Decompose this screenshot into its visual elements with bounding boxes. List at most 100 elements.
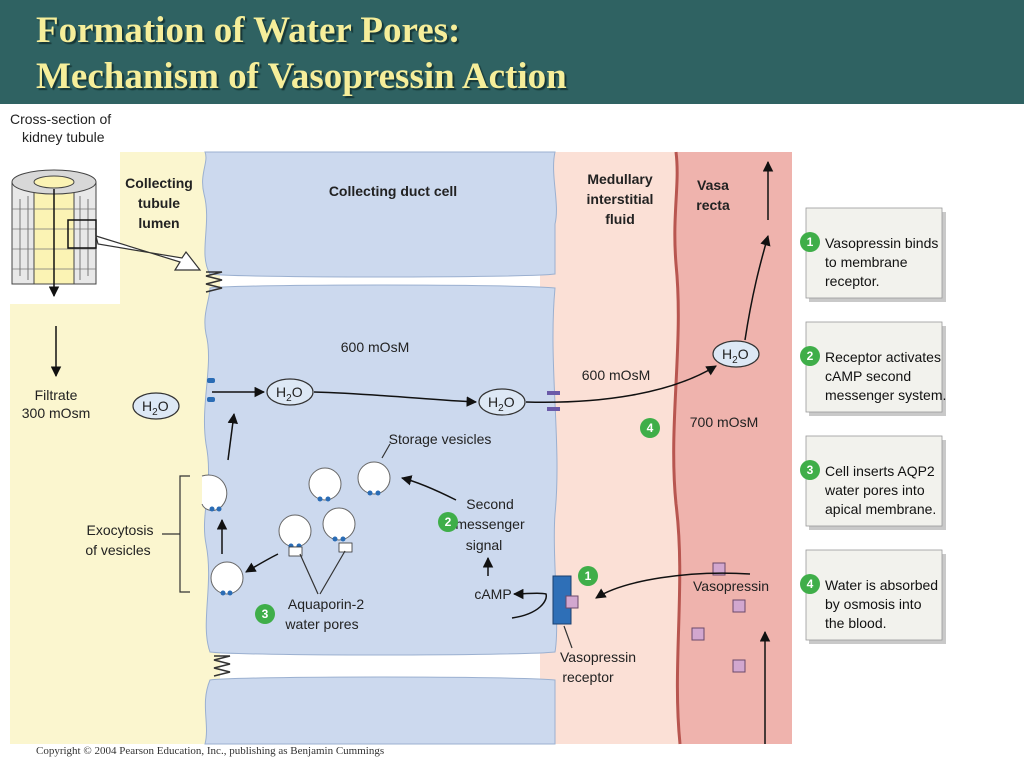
water-molecule-basolateral: H2O	[478, 388, 526, 416]
badge-step-4: 4	[640, 418, 660, 438]
zoom-arrow-icon	[95, 235, 202, 271]
filtrate-region	[10, 304, 130, 744]
svg-text:Vasopressin binds: Vasopressin binds	[825, 235, 938, 251]
svg-text:Receptor activates: Receptor activates	[825, 349, 941, 365]
svg-text:1: 1	[585, 569, 592, 583]
storage-vesicle	[210, 561, 244, 596]
lumen-label-line-3: lumen	[138, 215, 179, 231]
lumen-label-line-2: tubule	[138, 195, 180, 211]
svg-text:4: 4	[807, 577, 814, 591]
title-bar: Formation of Water Pores: Mechanism of V…	[0, 0, 1024, 104]
basolateral-water-channel	[547, 407, 560, 411]
duct-cell-label: Collecting duct cell	[329, 183, 457, 199]
svg-text:1: 1	[807, 235, 814, 249]
receptor-pointer	[563, 625, 573, 649]
badge-step-2: 2	[438, 512, 458, 532]
filtrate-label-line-1: Filtrate	[35, 387, 78, 403]
svg-text:H2O: H2O	[276, 384, 303, 404]
svg-text:water pores into: water pores into	[824, 482, 925, 498]
apical-aqp2-pore	[207, 378, 215, 383]
basolateral-water-channel	[547, 391, 560, 395]
svg-text:Water is absorbed: Water is absorbed	[825, 577, 938, 593]
vasa-recta-wall	[672, 151, 682, 745]
aqp2-pore-callout-box	[338, 542, 353, 553]
svg-text:4: 4	[647, 421, 654, 435]
receptor-label-line-2: receptor	[562, 669, 614, 685]
slide-title-line-1: Formation of Water Pores:	[36, 10, 461, 51]
medullary-interstitial-region	[540, 152, 680, 744]
vesicle-movement-arrow	[245, 553, 279, 573]
step-box-3: 3 Cell inserts AQP2 water pores into api…	[800, 435, 946, 530]
second-messenger-arrow	[400, 475, 457, 501]
camp-label: cAMP	[474, 586, 511, 602]
vasopressin-molecule	[732, 659, 746, 673]
water-cytoplasm-arrow	[313, 391, 478, 407]
interstitial-label-line-1: Medullary	[587, 171, 653, 187]
apical-aqp2-pore	[207, 397, 215, 402]
vasa-recta-label-line-2: recta	[696, 197, 730, 213]
badge-step-3: 3	[255, 604, 275, 624]
water-exit-arrow	[525, 365, 717, 403]
svg-text:to membrane: to membrane	[825, 254, 908, 270]
cell-osmolarity-label: 600 mOsM	[341, 339, 409, 355]
step-box-4: 4 Water is absorbed by osmosis into the …	[800, 549, 946, 644]
filtrate-label-line-2: 300 mOsm	[22, 405, 90, 421]
interstitial-label-line-3: fluid	[605, 211, 635, 227]
kidney-tubule-illustration	[11, 169, 97, 298]
second-messenger-label-line-3: signal	[466, 537, 503, 553]
storage-vesicle	[357, 461, 391, 496]
aquaporin-label-line-2: water pores	[284, 616, 358, 632]
water-molecule-blood: H2O	[712, 340, 760, 368]
step-box-2: 2 Receptor activates cAMP second messeng…	[800, 321, 946, 416]
svg-text:3: 3	[262, 607, 269, 621]
svg-text:receptor.: receptor.	[825, 273, 879, 289]
vasa-recta-label-line-1: Vasa	[697, 177, 729, 193]
collecting-duct-cell-bottom	[204, 676, 556, 745]
svg-text:H2O: H2O	[142, 398, 169, 418]
aqp2-pore-callout-box	[288, 546, 303, 557]
bound-vasopressin	[565, 595, 579, 609]
svg-text:the blood.: the blood.	[825, 615, 887, 631]
svg-text:Cell inserts AQP2: Cell inserts AQP2	[825, 463, 935, 479]
vasopressin-mechanism-diagram: Cross-section of kidney tubule Collectin…	[10, 111, 946, 745]
cross-section-label-line-2: kidney tubule	[22, 129, 105, 145]
svg-text:cAMP second: cAMP second	[825, 368, 911, 384]
svg-text:H2O: H2O	[722, 346, 749, 366]
pore-insertion-arrow	[227, 412, 238, 461]
vasopressin-molecule	[691, 627, 705, 641]
water-blood-arrow	[744, 234, 771, 341]
storage-vesicles-pointer	[381, 443, 391, 459]
water-molecule-lumen: H2O	[132, 392, 180, 420]
svg-text:2: 2	[445, 515, 452, 529]
second-messenger-label-line-1: Second	[466, 496, 513, 512]
vasa-recta-region	[673, 152, 792, 744]
svg-text:H2O: H2O	[488, 394, 515, 414]
step-box-1: 1 Vasopressin binds to membrane receptor…	[800, 207, 946, 302]
svg-text:2: 2	[807, 349, 814, 363]
aquaporin-pointer-lines	[299, 550, 346, 595]
badge-step-1: 1	[578, 566, 598, 586]
vasopressin-binding-arrow	[595, 572, 751, 599]
svg-text:messenger system.: messenger system.	[825, 387, 946, 403]
storage-vesicle	[308, 467, 342, 502]
vasa-recta-osmolarity-label: 700 mOsM	[690, 414, 758, 430]
svg-text:3: 3	[807, 463, 814, 477]
aquaporin-label-line-1: Aquaporin-2	[288, 596, 364, 612]
exocytosis-label-line-2: of vesicles	[85, 542, 150, 558]
slide-title-line-2: Mechanism of Vasopressin Action	[36, 56, 567, 97]
tight-junction-top	[205, 271, 223, 293]
camp-production-arrow	[511, 588, 548, 619]
fusing-vesicle	[201, 474, 228, 512]
water-molecule-cell: H2O	[266, 378, 314, 406]
storage-vesicle	[322, 507, 356, 542]
tight-junction-bottom	[213, 655, 231, 677]
svg-text:by osmosis into: by osmosis into	[825, 596, 922, 612]
vasopressin-label: Vasopressin	[693, 578, 769, 594]
svg-text:apical membrane.: apical membrane.	[825, 501, 936, 517]
second-messenger-label-line-2: messenger	[455, 516, 525, 532]
lumen-label-line-1: Collecting	[125, 175, 193, 191]
exocytosis-label-line-1: Exocytosis	[87, 522, 154, 538]
interstitial-osmolarity-label: 600 mOsM	[582, 367, 650, 383]
vasopressin-molecule	[732, 599, 746, 613]
collecting-duct-cell-top	[202, 151, 557, 278]
